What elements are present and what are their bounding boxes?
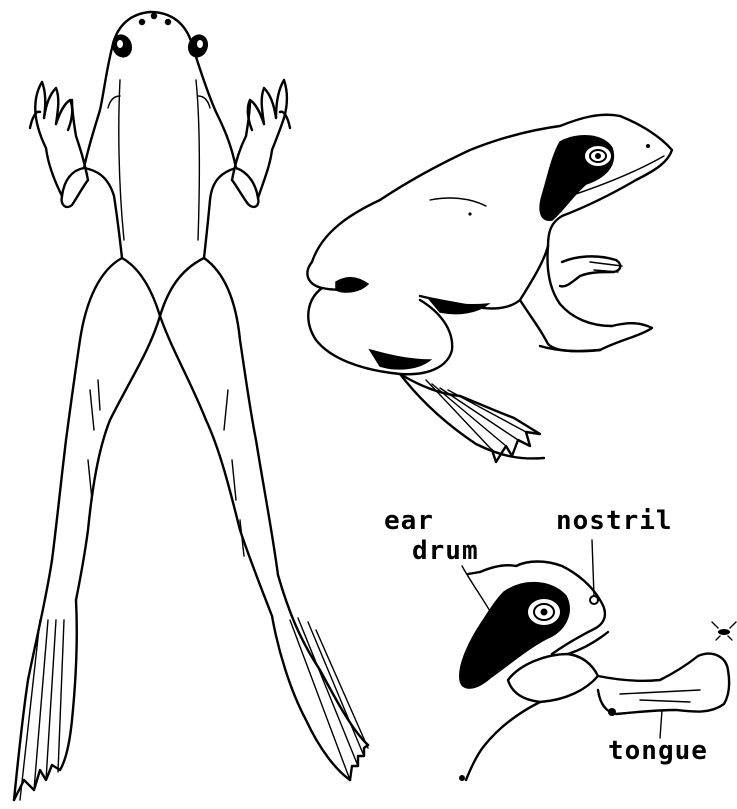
ear-drum-pointer: [462, 566, 494, 618]
nostril-marker: [590, 596, 598, 604]
label-nostril: nostril: [556, 506, 673, 536]
dorsal-view-frog: [14, 12, 368, 800]
side-view-frog: [307, 115, 672, 462]
fly-icon: [712, 622, 736, 640]
label-tongue: tongue: [608, 736, 708, 766]
label-ear: ear: [384, 506, 434, 536]
tongue-pointer: [660, 710, 662, 738]
label-drum: drum: [412, 536, 479, 566]
